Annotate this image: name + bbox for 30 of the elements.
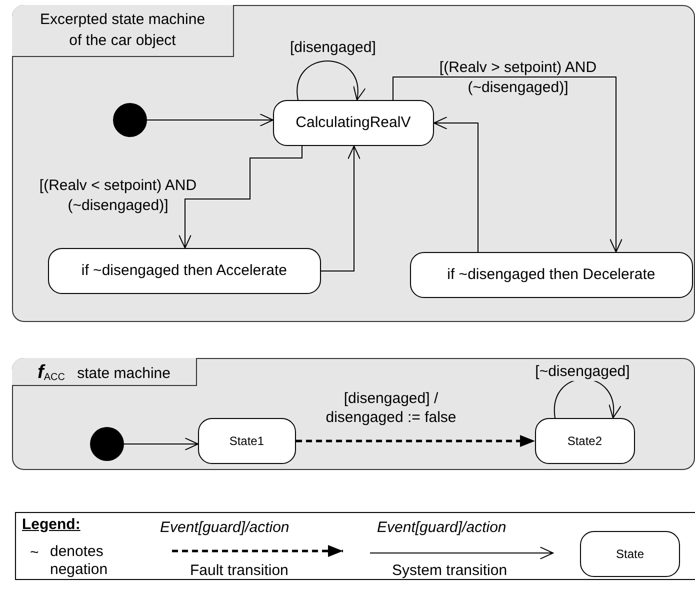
frame-panel: [12, 358, 695, 470]
state-box: State1: [198, 418, 296, 464]
initial-state-dot: [90, 426, 124, 461]
transition-arrow: [434, 116, 478, 252]
state-box: if ~disengaged then Decelerate: [410, 252, 693, 298]
transition-arrow: [320, 146, 360, 272]
initial-state-dot: [112, 102, 147, 137]
transition-arrow: [124, 438, 198, 450]
state-box: CalculatingRealV: [272, 100, 434, 146]
legend-note: denotes negation: [50, 543, 109, 579]
frame-panel: [12, 5, 695, 322]
legend-state-sample: State: [580, 531, 680, 577]
self-loop-arrow: [296, 60, 364, 100]
transition-syntax-text: Event[guard]/action: [377, 518, 506, 537]
state-box: if ~disengaged then Accelerate: [48, 248, 321, 294]
transition-syntax-text: Event[guard]/action: [160, 518, 290, 537]
frame-title: f$_{ACC}$ state machine: [12, 358, 197, 386]
transition-arrow: [146, 114, 274, 126]
dashed-arrow: [296, 435, 535, 447]
transition-arrow: [178, 146, 302, 248]
frame-title: Excerpted state machine of the car object: [12, 5, 234, 57]
legend-title: Legend:: [22, 515, 80, 534]
state-box: State2: [534, 418, 635, 464]
legend-text: System transition: [392, 561, 508, 580]
edge-label: [(Realv < setpoint) AND (~disengaged)]: [38, 176, 198, 216]
transition-arrow: [392, 76, 622, 252]
tilde-symbol: ~: [30, 543, 39, 562]
edge-label: [disengaged]: [290, 38, 376, 57]
legend-text: Fault transition: [190, 561, 288, 580]
edge-label: [(Realv > setpoint) AND (~disengaged)]: [438, 58, 598, 98]
